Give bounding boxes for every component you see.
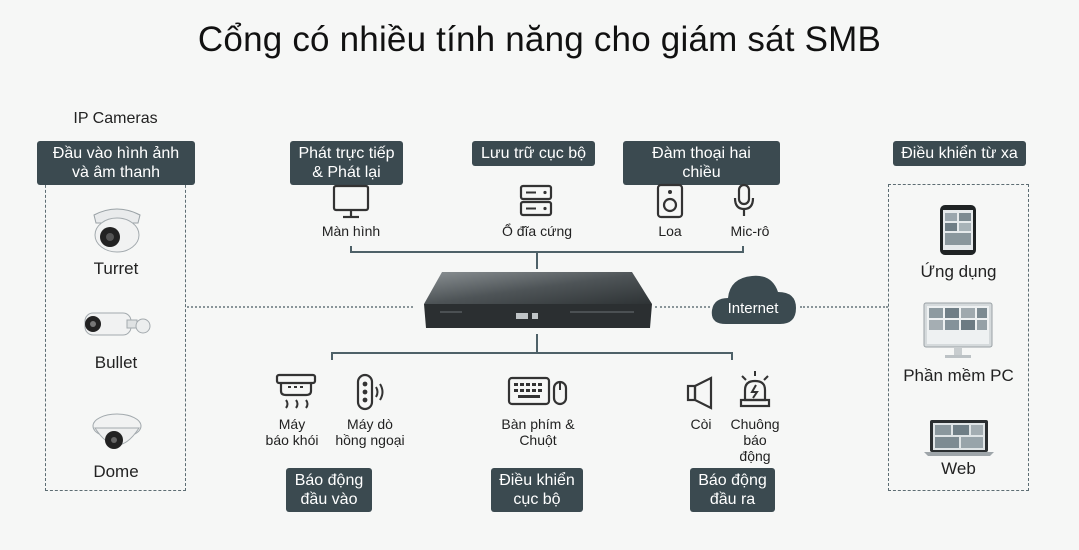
top-connector-tick: [350, 246, 352, 252]
camera-label-turret: Turret: [93, 259, 139, 278]
bottom-connector-tick: [731, 352, 733, 360]
remote-label-web: Web: [941, 459, 976, 478]
right-panel-frame: [888, 184, 1029, 491]
alarm-input-tag: Báo động đầu vào: [286, 468, 372, 512]
left-connector: [187, 306, 413, 308]
camera-label-dome: Dome: [93, 462, 139, 481]
dome-camera-icon: [92, 413, 142, 449]
nvr-device-icon: [424, 272, 652, 328]
page-title: Cổng có nhiều tính năng cho giám sát SMB: [197, 20, 882, 59]
device-label-keyboard: Bàn phím & Chuột: [501, 416, 575, 448]
local-control-tag: Điều khiển cục bộ: [491, 468, 583, 512]
device-label-monitor: Màn hình: [321, 223, 381, 239]
siren-horn-icon: [686, 376, 713, 410]
pc-software-icon: [923, 302, 993, 358]
remote-label-app: Ứng dụng: [920, 262, 997, 281]
microphone-icon: [733, 183, 755, 216]
bottom-connector-stem: [536, 334, 538, 353]
two-way-talk-tag: Đàm thoại hai chiều: [623, 141, 780, 185]
bullet-camera-icon: [84, 312, 151, 336]
video-audio-input-tag: Đầu vào hình ảnh và âm thanh: [37, 141, 195, 185]
alarm-output-tag: Báo động đầu ra: [690, 468, 775, 512]
hard-drive-icon: [519, 184, 553, 217]
infrared-detector-icon: [356, 373, 384, 411]
alarm-bell-icon: [739, 371, 771, 408]
top-connector-bar: [350, 251, 744, 253]
device-label-smoke: Máy báo khói: [265, 416, 319, 448]
remote-label-pc: Phần mềm PC: [903, 366, 1014, 385]
monitor-icon: [332, 184, 370, 219]
local-storage-tag: Lưu trữ cục bộ: [472, 141, 595, 166]
turret-camera-icon: [93, 208, 141, 253]
device-label-hdd: Ổ đĩa cứng: [501, 223, 573, 239]
device-label-alarm-bell: Chuông báo động: [730, 416, 780, 464]
right-connector: [800, 306, 888, 308]
bottom-connector-tick: [331, 352, 333, 360]
top-connector-stem: [536, 251, 538, 269]
device-label-infrared: Máy dò hồng ngoại: [335, 416, 405, 448]
device-label-speaker: Loa: [658, 223, 682, 239]
keyboard-mouse-icon: [507, 376, 568, 406]
camera-label-bullet: Bullet: [94, 353, 138, 372]
smoke-detector-icon: [275, 373, 317, 409]
speaker-icon: [656, 183, 684, 219]
web-laptop-icon: [924, 420, 994, 456]
live-playback-tag: Phát trực tiếp & Phát lại: [290, 141, 403, 185]
mobile-app-icon: [940, 205, 976, 255]
internet-label: Internet: [727, 300, 779, 317]
device-label-microphone: Mic-rô: [730, 223, 770, 239]
internet-cloud-icon: [711, 275, 796, 324]
top-connector-tick: [742, 246, 744, 252]
remote-control-tag: Điều khiển từ xa: [893, 141, 1026, 166]
device-label-siren: Còi: [690, 416, 712, 432]
bottom-connector-bar: [331, 352, 733, 354]
internet-connector: [655, 306, 710, 308]
ip-cameras-heading: IP Cameras: [73, 110, 158, 127]
